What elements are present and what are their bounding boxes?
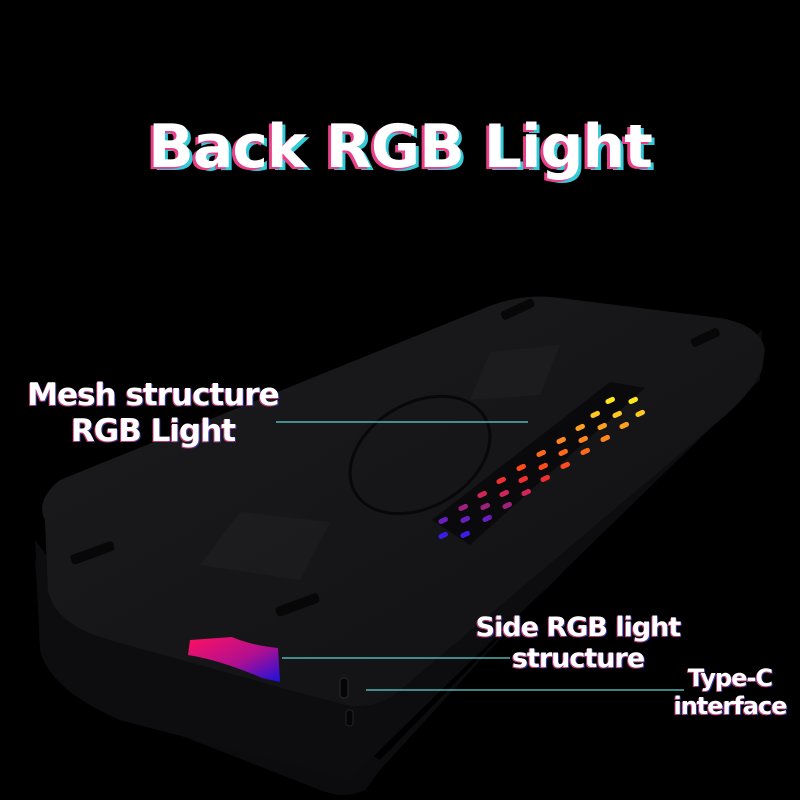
type-c-port — [339, 677, 349, 699]
side-callout-line2: structure — [511, 643, 645, 675]
oval-cover — [348, 394, 492, 516]
keyboard-back-plate — [42, 296, 765, 707]
typec-callout-line1: Type-C — [687, 664, 773, 692]
mesh-callout-line2: RGB Light — [70, 412, 236, 449]
side-callout-line1: Side RGB light — [475, 612, 682, 643]
page-title: Back RGB Light — [148, 112, 653, 182]
mesh-rgb-callout: Mesh structure RGB Light — [14, 377, 292, 449]
rubber-foot — [70, 541, 115, 565]
rubber-foot — [690, 328, 720, 347]
side-rgb-callout: Side RGB light structure — [462, 612, 694, 674]
rubber-foot — [275, 593, 320, 617]
mesh-callout-line1: Mesh structure — [27, 377, 279, 413]
mesh-rgb-leds — [438, 396, 645, 540]
side-rgb-light — [188, 637, 280, 682]
rubber-foot — [500, 298, 535, 320]
type-c-callout: Type-C interface — [660, 664, 800, 720]
typec-callout-line2: interface — [673, 691, 787, 720]
